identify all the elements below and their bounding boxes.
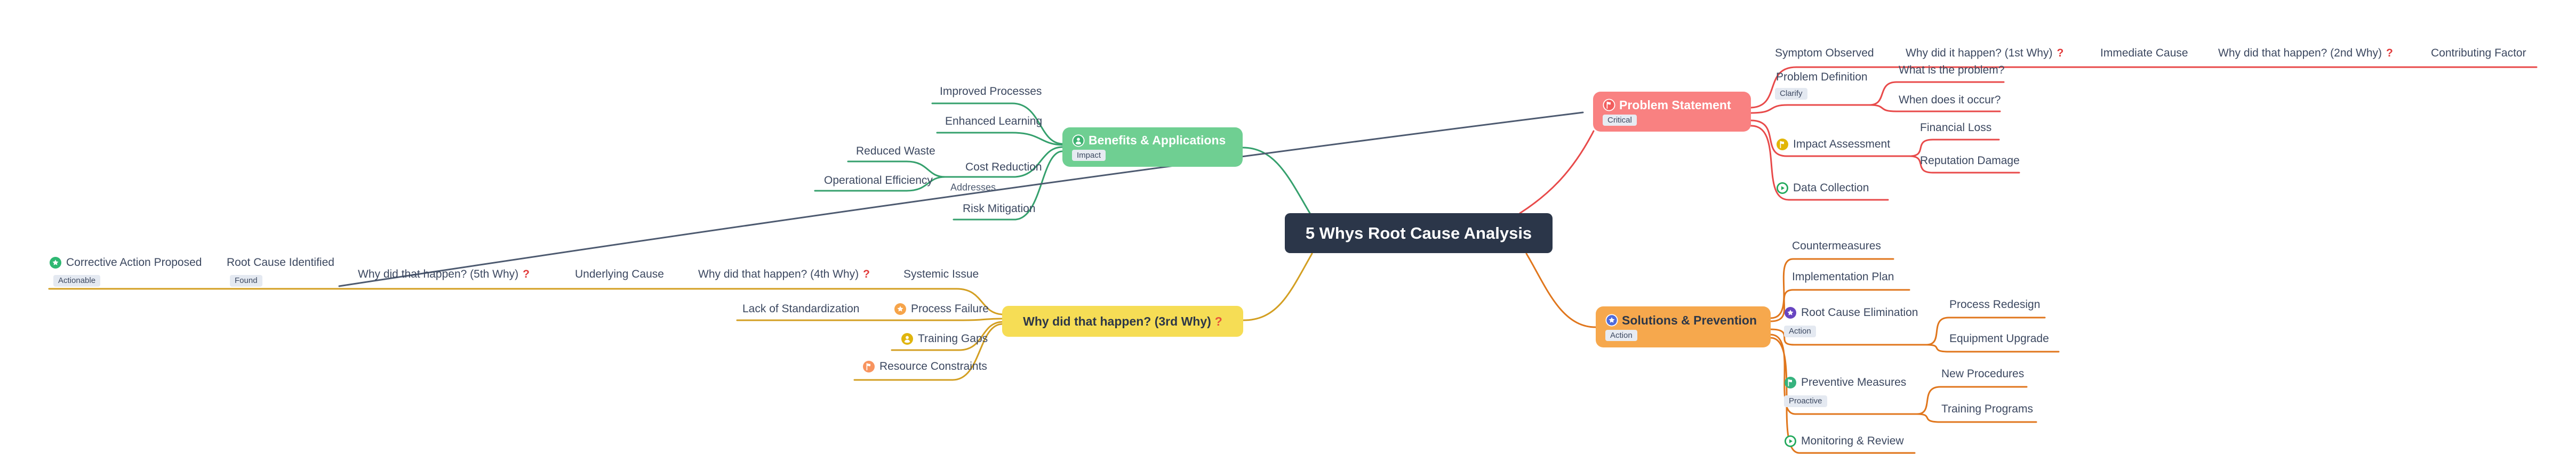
benefits-applications-badge: Impact xyxy=(1072,150,1106,161)
chain-item-first-why[interactable]: Why did it happen? (1st Why) ? xyxy=(1906,47,2064,59)
chain-item-corrective-action-proposed[interactable]: Corrective Action Proposed xyxy=(49,256,202,269)
root-cause-elimination-badge: Action xyxy=(1784,326,1816,337)
node-preventive-measures[interactable]: Preventive Measures xyxy=(1784,376,1906,389)
flag-red-icon xyxy=(1603,99,1615,111)
node-training-programs[interactable]: Training Programs xyxy=(1941,403,2033,415)
node-process-redesign[interactable]: Process Redesign xyxy=(1949,298,2041,311)
question-mark-icon: ? xyxy=(2057,47,2064,59)
node-operational-efficiency[interactable]: Operational Efficiency xyxy=(824,174,933,187)
chain-item-underlying-cause[interactable]: Underlying Cause xyxy=(575,268,664,280)
flag-green-icon xyxy=(1784,376,1797,389)
node-financial-loss[interactable]: Financial Loss xyxy=(1920,121,1992,134)
chain-item-second-why[interactable]: Why did that happen? (2nd Why) ? xyxy=(2218,47,2393,59)
node-lack-of-standardization[interactable]: Lack of Standardization xyxy=(742,303,860,315)
corrective-action-badge: Actionable xyxy=(53,275,101,287)
node-process-failure[interactable]: Process Failure xyxy=(894,303,989,315)
chain-item-systemic-issue[interactable]: Systemic Issue xyxy=(903,268,979,280)
problem-statement-title: Problem Statement xyxy=(1619,98,1731,112)
benefits-applications-title: Benefits & Applications xyxy=(1089,133,1226,147)
problem-statement-node[interactable]: Problem Statement Critical xyxy=(1593,92,1751,132)
node-equipment-upgrade[interactable]: Equipment Upgrade xyxy=(1949,333,2049,345)
question-mark-icon: ? xyxy=(523,268,530,280)
root-cause-identified-badge: Found xyxy=(230,275,262,287)
benefits-applications-node[interactable]: Benefits & Applications Impact xyxy=(1062,127,1243,167)
third-why-node[interactable]: Why did that happen? (3rd Why) ? xyxy=(1002,306,1243,337)
node-monitoring-review[interactable]: Monitoring & Review xyxy=(1784,435,1904,448)
node-data-collection[interactable]: Data Collection xyxy=(1776,182,1869,194)
chain-item-contributing-factor[interactable]: Contributing Factor xyxy=(2431,47,2526,59)
third-why-title: Why did that happen? (3rd Why) xyxy=(1023,314,1211,328)
chain-item-immediate-cause[interactable]: Immediate Cause xyxy=(2100,47,2188,59)
solutions-prevention-node[interactable]: Solutions & Prevention Action xyxy=(1596,306,1771,347)
chain-item-root-cause-identified[interactable]: Root Cause Identified xyxy=(227,256,334,269)
node-improved-processes[interactable]: Improved Processes xyxy=(940,85,1042,98)
star-green-icon xyxy=(49,256,62,269)
star-orange-icon xyxy=(894,303,907,315)
node-new-procedures[interactable]: New Procedures xyxy=(1941,368,2025,380)
node-cost-reduction[interactable]: Cost Reduction xyxy=(965,161,1042,173)
central-topic-node[interactable]: 5 Whys Root Cause Analysis xyxy=(1285,213,1553,253)
flag-yellow-icon xyxy=(1776,138,1789,151)
chain-item-fifth-why[interactable]: Why did that happen? (5th Why) ? xyxy=(358,268,530,280)
node-implementation-plan[interactable]: Implementation Plan xyxy=(1792,271,1894,283)
crosslink-label-addresses: Addresses xyxy=(950,182,996,193)
problem-statement-badge: Critical xyxy=(1603,114,1637,126)
node-impact-assessment[interactable]: Impact Assessment xyxy=(1776,138,1890,151)
preventive-measures-badge: Proactive xyxy=(1784,395,1827,407)
solutions-prevention-badge: Action xyxy=(1605,329,1637,341)
question-mark-icon: ? xyxy=(1214,314,1222,328)
central-topic-title: 5 Whys Root Cause Analysis xyxy=(1305,223,1532,242)
chain-item-symptom-observed[interactable]: Symptom Observed xyxy=(1775,47,1874,59)
node-root-cause-elimination[interactable]: Root Cause Elimination xyxy=(1784,306,1918,319)
problem-definition-badge: Clarify xyxy=(1775,88,1807,100)
addresses-crosslink-line xyxy=(338,111,1584,287)
node-countermeasures[interactable]: Countermeasures xyxy=(1792,240,1881,252)
star-purple-icon xyxy=(1784,306,1797,319)
node-reduced-waste[interactable]: Reduced Waste xyxy=(856,145,935,157)
question-mark-icon: ? xyxy=(863,268,870,280)
play-green-icon xyxy=(1784,435,1797,448)
play-green-icon xyxy=(1776,182,1789,194)
node-risk-mitigation[interactable]: Risk Mitigation xyxy=(963,202,1036,215)
star-blue-icon xyxy=(1605,314,1618,327)
person-green-icon xyxy=(1072,134,1085,147)
node-enhanced-learning[interactable]: Enhanced Learning xyxy=(945,115,1043,127)
solutions-prevention-title: Solutions & Prevention xyxy=(1622,313,1757,327)
node-when-does-it-occur[interactable]: When does it occur? xyxy=(1899,94,2001,106)
chain-item-fourth-why[interactable]: Why did that happen? (4th Why) ? xyxy=(698,268,870,280)
question-mark-icon: ? xyxy=(2386,47,2393,59)
flag-orange-icon xyxy=(862,360,875,373)
node-reputation-damage[interactable]: Reputation Damage xyxy=(1920,155,2020,167)
node-training-gaps[interactable]: Training Gaps xyxy=(901,333,988,345)
person-yellow-icon xyxy=(901,333,914,345)
node-problem-definition[interactable]: Problem Definition xyxy=(1776,71,1868,83)
node-what-is-the-problem[interactable]: What is the problem? xyxy=(1899,64,2005,76)
node-resource-constraints[interactable]: Resource Constraints xyxy=(862,360,987,373)
